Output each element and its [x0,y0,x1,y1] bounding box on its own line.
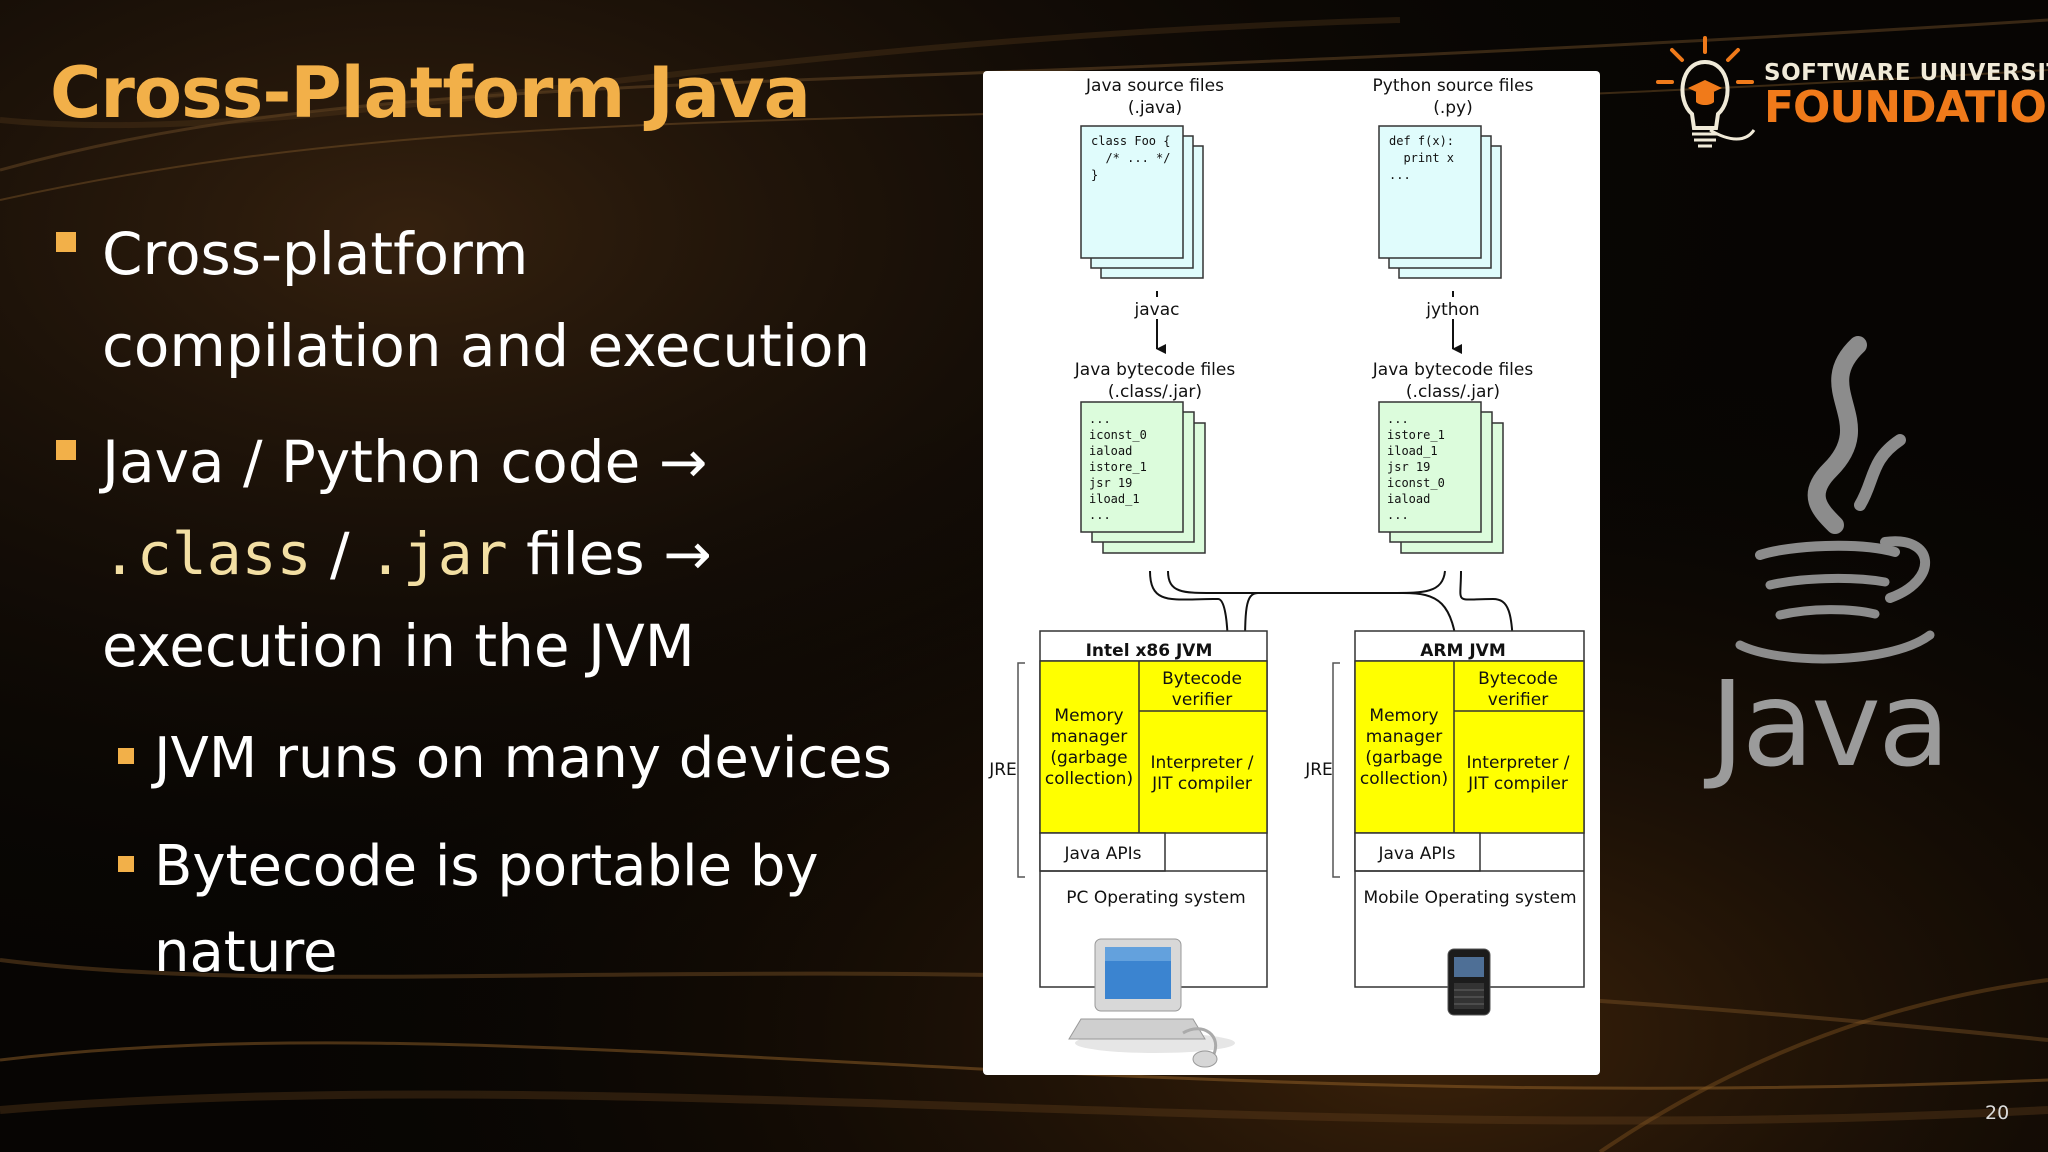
logo-text-bottom: FOUNDATION [1764,82,2048,133]
python-bytecode-doc-stack [1378,401,1504,554]
python-bytecode-line: iload_1 [1387,444,1438,458]
java-source-ext: (.java) [1128,98,1182,118]
bytecode-verifier-label: Bytecode [1162,669,1242,689]
slash-separator: / [329,520,350,588]
interpreter-label: JIT compiler [1467,774,1568,794]
bytecode-verifier-label: verifier [1488,690,1548,710]
software-university-logo: SOFTWARE UNIVERSITY FOUNDATION [1650,30,2048,160]
java-code-line: } [1091,168,1098,182]
java-code-line: /* ... */ [1091,151,1170,165]
bullet-text-line3: execution in the JVM [102,612,695,680]
intel-jvm-stack [1039,630,1268,988]
memory-manager-label: (garbage [1050,748,1127,768]
memory-manager-label: manager [1051,727,1127,747]
slide-title: Cross-Platform Java [50,52,811,134]
java-bytecode-line: ... [1089,508,1111,522]
interpreter-label: Interpreter / [1150,753,1253,773]
python-bytecode-ext: (.class/.jar) [1406,382,1500,402]
java-bytecode-line: iaload [1089,444,1132,458]
lightbulb-icon [1656,36,1756,148]
python-bytecode-line: ... [1387,508,1409,522]
python-bytecode-line: jsr 19 [1387,460,1430,474]
python-source-doc-stack [1378,125,1502,279]
bullet-marker [56,440,76,460]
arm-jvm-label: ARM JVM [1420,641,1505,661]
memory-manager-label: Memory [1054,706,1123,726]
java-bytecode-doc-stack [1080,401,1206,554]
java-apis-label: Java APIs [1377,844,1455,864]
python-source-ext: (.py) [1433,98,1473,118]
bullet-text-line1: Cross-platform [102,220,529,288]
memory-manager-label: (garbage [1365,748,1442,768]
deployment-arrows [1149,570,1519,657]
jre-bracket [1017,662,1025,878]
jython-label: jython [1425,300,1479,320]
pc-os-label: PC Operating system [1066,888,1245,908]
java-source-doc-stack [1080,125,1204,279]
logo-text-top: SOFTWARE UNIVERSITY [1764,60,2048,86]
sub-bullet-bytecode-portable: Bytecode is portable by nature [52,824,952,996]
memory-manager-label: collection) [1045,769,1133,789]
python-bytecode-line: ... [1387,412,1409,426]
python-code-line: def f(x): [1389,134,1454,148]
java-bytecode-line: iload_1 [1089,492,1140,506]
sub-bullet-text-line1: Bytecode is portable by [154,834,819,899]
python-bytecode-line: istore_1 [1387,428,1445,442]
code-jar: .jar [367,520,508,588]
jvm-diagram: Java source files (.java) class Foo { /*… [983,71,1600,1075]
bullet-cross-platform: Cross-platform compilation and execution [52,208,952,392]
mobile-os-label: Mobile Operating system [1363,888,1576,908]
memory-manager-label: collection) [1360,769,1448,789]
jre-bracket [1332,662,1340,878]
java-apis-label: Java APIs [1063,844,1141,864]
java-source-label: Java source files [1085,76,1224,96]
python-bytecode-line: iconst_0 [1387,476,1445,490]
java-bytecode-ext: (.class/.jar) [1108,382,1202,402]
java-bytecode-line: ... [1089,412,1111,426]
java-bytecode-line: istore_1 [1089,460,1147,474]
java-coffee-cup-icon [1735,336,1935,664]
right-arrow-icon: → [663,520,712,588]
java-bytecode-label: Java bytecode files [1074,360,1236,380]
arm-jvm-stack [1354,630,1585,988]
bullet-marker [118,856,134,872]
bullet-text-part1: Java / Python code [102,428,641,496]
mobile-phone-icon [1447,948,1491,1016]
python-source-label: Python source files [1373,76,1534,96]
sub-bullet-text: JVM runs on many devices [154,726,892,791]
bytecode-verifier-label: verifier [1172,690,1232,710]
bullet-text-line2: compilation and execution [102,312,871,380]
bullet-marker [118,748,134,764]
memory-manager-label: manager [1366,727,1442,747]
bullet-java-python: Java / Python code → .class / .jar files… [52,416,952,692]
code-class: .class [102,520,312,588]
sub-bullet-text-line2: nature [154,920,338,985]
memory-manager-label: Memory [1369,706,1438,726]
bullet-text-files: files [526,520,645,588]
bullet-list: Cross-platform compilation and execution… [52,208,952,1018]
java-bytecode-line: jsr 19 [1089,476,1132,490]
python-code-line: print x [1389,151,1454,165]
page-number: 20 [1985,1102,2010,1124]
python-bytecode-line: iaload [1387,492,1430,506]
right-arrow-icon: → [658,428,708,496]
javac-label: javac [1134,300,1180,320]
jre-label: JRE [988,760,1017,780]
python-bytecode-label: Java bytecode files [1372,360,1534,380]
trademark-mark: ™ [1918,700,1930,714]
python-code-line: ... [1389,168,1411,182]
java-bytecode-line: iconst_0 [1089,428,1147,442]
bytecode-verifier-label: Bytecode [1478,669,1558,689]
java-wordmark: Java [1710,655,1950,793]
intel-jvm-label: Intel x86 JVM [1086,641,1213,661]
interpreter-label: JIT compiler [1151,774,1252,794]
java-code-line: class Foo { [1091,134,1170,148]
desktop-computer-icon [1068,938,1235,1068]
interpreter-label: Interpreter / [1466,753,1569,773]
jvm-diagram-svg: Java source files (.java) class Foo { /*… [988,76,1585,1068]
jre-label: JRE [1304,760,1333,780]
sub-bullet-jvm-devices: JVM runs on many devices [52,716,952,802]
bullet-marker [56,232,76,252]
